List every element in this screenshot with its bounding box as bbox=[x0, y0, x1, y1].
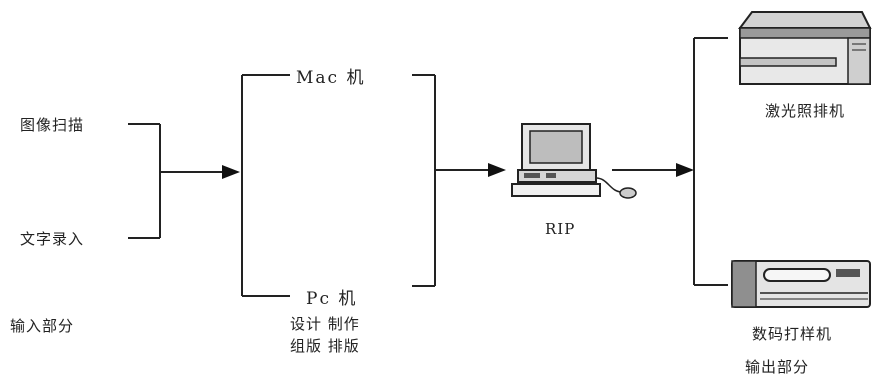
input-text-entry-label: 文字录入 bbox=[20, 228, 84, 249]
middle-tasks-line2: 组版 排版 bbox=[290, 335, 360, 356]
input-section-label: 输入部分 bbox=[10, 315, 74, 336]
digital-proofer-icon bbox=[728, 255, 878, 313]
laser-imagesetter-label: 激光照排机 bbox=[765, 100, 845, 121]
laser-imagesetter-icon bbox=[730, 6, 875, 88]
digital-proofer-label: 数码打样机 bbox=[752, 323, 832, 344]
pc-machine-label: Pc 机 bbox=[306, 284, 357, 309]
rip-label: RIP bbox=[545, 220, 575, 238]
rip-computer-icon bbox=[510, 122, 640, 200]
output-section-label: 输出部分 bbox=[745, 356, 809, 377]
input-image-scan-label: 图像扫描 bbox=[20, 114, 84, 135]
mac-machine-label: Mac 机 bbox=[296, 63, 365, 88]
middle-tasks-line1: 设计 制作 bbox=[290, 313, 360, 334]
